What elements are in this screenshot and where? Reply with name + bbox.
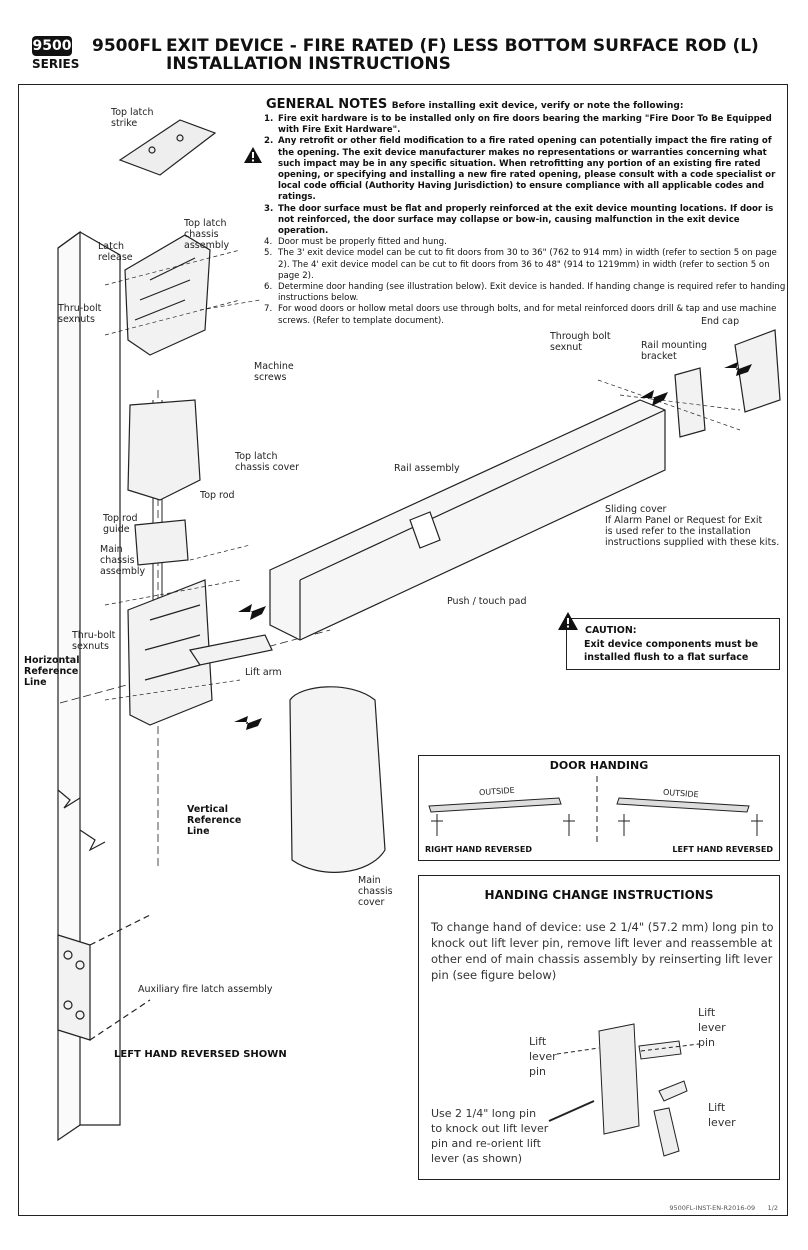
left-hand-reversed-label: LEFT HAND REVERSED	[672, 845, 773, 854]
handing-change-title: HANDING CHANGE INSTRUCTIONS	[484, 888, 714, 902]
label-rail-assembly: Rail assembly	[394, 463, 460, 474]
content-frame	[18, 84, 788, 1216]
document-title-line1: EXIT DEVICE - FIRE RATED (F) LESS BOTTOM…	[166, 36, 759, 56]
general-notes-heading: GENERAL NOTES Before installing exit dev…	[266, 97, 683, 112]
note-item: 5.The 3' exit device model can be cut to…	[264, 248, 777, 281]
page-number: 1/2	[767, 1204, 778, 1212]
series-badge: 9500	[32, 36, 72, 56]
label-left-hand-reversed-shown: LEFT HAND REVERSED SHOWN	[114, 1049, 287, 1060]
caution-box: CAUTION: Exit device components must be …	[558, 612, 780, 670]
label-auxiliary-fire-latch: Auxiliary fire latch assembly	[138, 984, 273, 995]
caution-line2: installed flush to a flat surface	[584, 652, 749, 663]
lift-lever-diagram	[548, 1023, 700, 1157]
door-handing-diagram	[428, 776, 763, 846]
general-notes-title: GENERAL NOTES	[266, 97, 388, 112]
series-label: SERIES	[32, 57, 80, 71]
note-item: 6.Determine door handing (see illustrati…	[264, 282, 786, 304]
document-code: 9500FL-INST-EN-R2016-09	[669, 1204, 756, 1212]
note-item: 7.For wood doors or hollow metal doors u…	[264, 304, 777, 326]
general-notes-intro: Before installing exit device, verify or…	[391, 101, 684, 111]
model-number: 9500FL	[92, 36, 162, 56]
label-lift-arm: Lift arm	[245, 667, 282, 678]
handing-change-text: To change hand of device: use 2 1/4" (57…	[431, 920, 774, 982]
door-handing-box: DOOR HANDING OUTSIDE OUTSIDE RIGHT HAND …	[418, 755, 780, 861]
note-item: 1.Fire exit hardware is to be installed …	[264, 114, 772, 136]
label-top-rod: Top rod	[200, 490, 235, 501]
note-item: 3.The door surface must be flat and prop…	[264, 203, 774, 237]
caution-title: CAUTION:	[585, 625, 637, 636]
general-notes-list: 1.Fire exit hardware is to be installed …	[264, 114, 786, 327]
label-end-cap: End cap	[701, 316, 740, 327]
note-item: 2.Any retrofit or other field modificati…	[264, 136, 776, 203]
footer: 9500FL-INST-EN-R2016-09 1/2	[669, 1204, 778, 1212]
door-handing-title: DOOR HANDING	[549, 759, 649, 772]
label-push-touch-pad: Push / touch pad	[447, 596, 527, 607]
handing-change-box: HANDING CHANGE INSTRUCTIONS To change ha…	[418, 875, 780, 1180]
note-item: 4.Door must be properly fitted and hung.	[264, 237, 447, 248]
document-title-line2: INSTALLATION INSTRUCTIONS	[166, 54, 451, 74]
right-hand-reversed-label: RIGHT HAND REVERSED	[425, 845, 532, 854]
warning-icon	[244, 147, 262, 163]
caution-line1: Exit device components must be	[584, 639, 759, 650]
warning-icon	[558, 612, 578, 630]
